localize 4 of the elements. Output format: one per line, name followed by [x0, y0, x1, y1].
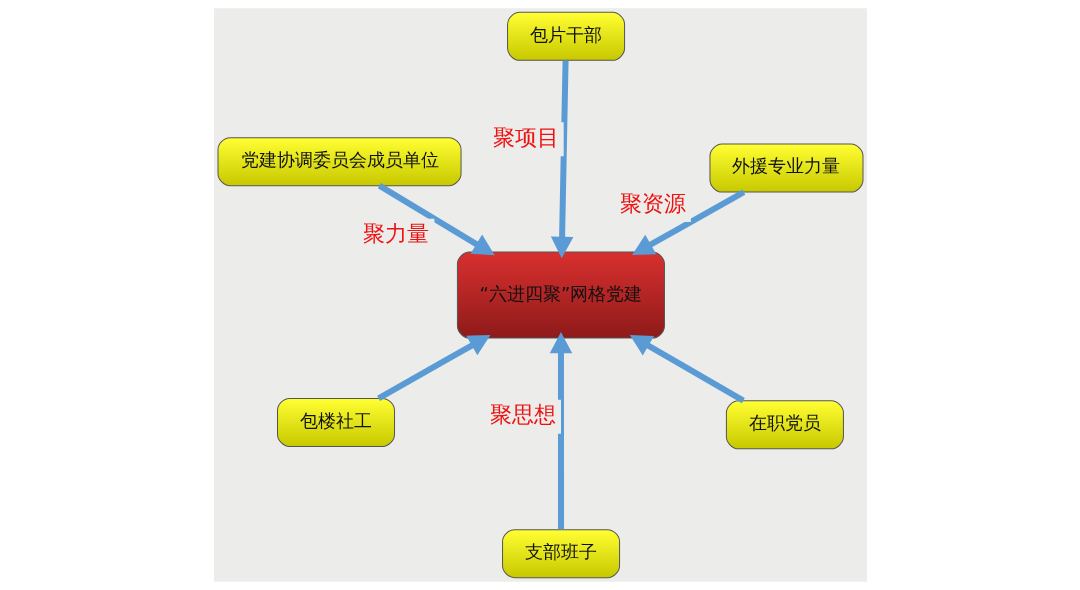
edge-label: 聚资源	[619, 190, 686, 216]
edge-label: 聚思想	[489, 402, 556, 428]
edge-label: 聚项目	[492, 124, 559, 150]
edge-label: 聚力量	[362, 221, 429, 247]
